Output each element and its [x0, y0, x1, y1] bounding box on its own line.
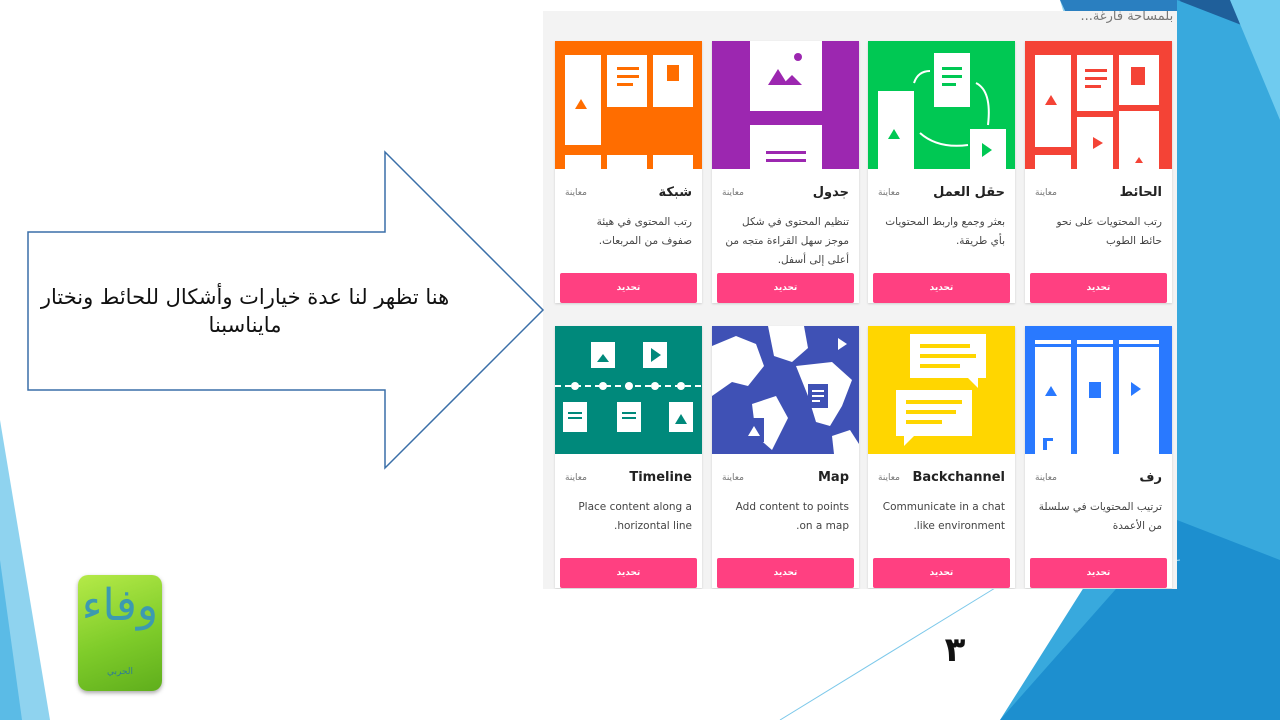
card-description: Communicate in a chat like environment.: [882, 501, 1005, 532]
blank-canvas-hint: ابدأ بلمساحة فارغة...: [1080, 11, 1177, 24]
logo-text: وفاء: [81, 580, 159, 631]
preview-link[interactable]: معاينة: [565, 473, 587, 483]
canvas-thumbnail: [868, 41, 1015, 169]
card-description: رتب المحتوى في هيئة صفوف من المربعات.: [596, 216, 692, 247]
card-description: Place content along a horizontal line.: [578, 501, 692, 532]
select-button[interactable]: تحديد: [560, 558, 697, 588]
select-button[interactable]: تحديد: [873, 273, 1010, 303]
preview-link[interactable]: معاينة: [722, 188, 744, 198]
format-card-wall[interactable]: الحائط معاينة رتب المحتويات على نحو حائط…: [1025, 41, 1172, 303]
preview-link[interactable]: معاينة: [722, 473, 744, 483]
format-card-stream[interactable]: جدول معاينة تنظيم المحتوى في شكل موجز سه…: [712, 41, 859, 303]
card-description: تنظيم المحتوى في شكل موجز سهل القراءة مت…: [725, 216, 849, 266]
card-title: Map: [817, 470, 849, 485]
author-logo: وفاء الحربي: [78, 575, 162, 691]
card-title: شبكة: [658, 185, 692, 200]
map-thumbnail: [712, 326, 859, 454]
callout-arrow: [27, 150, 545, 470]
format-card-grid[interactable]: شبكة معاينة رتب المحتوى في هيئة صفوف من …: [555, 41, 702, 303]
select-button[interactable]: تحديد: [717, 273, 854, 303]
preview-link[interactable]: معاينة: [565, 188, 587, 198]
card-title: الحائط: [1119, 185, 1162, 200]
select-button[interactable]: تحديد: [873, 558, 1010, 588]
card-title: Timeline: [629, 470, 692, 485]
select-button[interactable]: تحديد: [1030, 558, 1167, 588]
wall-thumbnail: [1025, 41, 1172, 169]
backchannel-thumbnail: [868, 326, 1015, 454]
format-card-timeline[interactable]: Timeline معاينة Place content along a ho…: [555, 326, 702, 588]
card-title: حقل العمل: [933, 185, 1005, 200]
preview-link[interactable]: معاينة: [878, 188, 900, 198]
callout-text: هنا تظهر لنا عدة خيارات وأشكال للحائط ون…: [40, 285, 450, 337]
format-card-map[interactable]: Map معاينة Add content to points on a ma…: [712, 326, 859, 588]
preview-link[interactable]: معاينة: [1035, 188, 1057, 198]
format-card-shelf[interactable]: رف معاينة ترتيب المحتويات في سلسلة من ال…: [1025, 326, 1172, 588]
format-card-backchannel[interactable]: Backchannel معاينة Communicate in a chat…: [868, 326, 1015, 588]
padlet-format-picker-screenshot: ابدأ بلمساحة فارغة... الحائط معاينة: [543, 11, 1177, 589]
select-button[interactable]: تحديد: [1030, 273, 1167, 303]
select-button[interactable]: تحديد: [560, 273, 697, 303]
grid-thumbnail: [555, 41, 702, 169]
shelf-thumbnail: [1025, 326, 1172, 454]
card-title: رف: [1139, 470, 1162, 485]
card-description: ترتيب المحتويات في سلسلة من الأعمدة: [1038, 501, 1162, 532]
logo-subtext: الحربي: [106, 667, 134, 677]
preview-link[interactable]: معاينة: [1035, 473, 1057, 483]
card-title: Backchannel: [912, 470, 1005, 485]
card-description: بعثر وجمع واربط المحتويات بأي طريقة.: [885, 216, 1005, 247]
card-title: جدول: [812, 185, 849, 200]
preview-link[interactable]: معاينة: [878, 473, 900, 483]
format-card-canvas[interactable]: حقل العمل معاينة بعثر وجمع واربط المحتوي…: [868, 41, 1015, 303]
select-button[interactable]: تحديد: [717, 558, 854, 588]
card-description: Add content to points on a map.: [735, 501, 849, 532]
timeline-thumbnail: [555, 326, 702, 454]
stream-thumbnail: [712, 41, 859, 169]
page-number: ٣: [944, 630, 966, 670]
card-description: رتب المحتويات على نحو حائط الطوب: [1056, 216, 1163, 247]
